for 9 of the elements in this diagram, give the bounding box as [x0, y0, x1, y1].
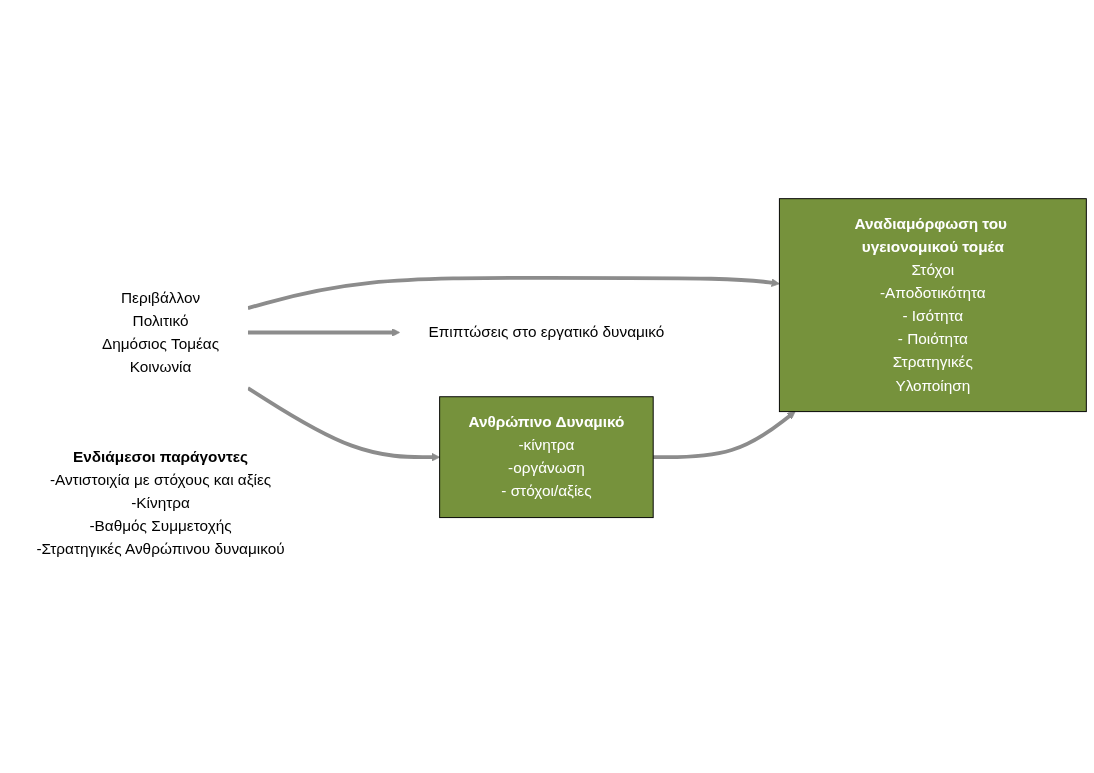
node-text: Περιβάλλον Πολιτικό Δημόσιος Τομέας Κοινωνία — [101, 288, 220, 375]
arrow — [653, 410, 796, 459]
node-box: Ανθρώπινο Δυναμικό -κίνητρα -οργάνωση - στόχοι/αξίες — [439, 395, 654, 518]
arrow — [246, 386, 441, 461]
node-box: Αναδιαμόρφωση του υγειονομικού τομέα Στόχοι -Αποδοτικότητα - Ισότητα - Ποιότητα Στρατηγικές Υλοποίηση — [778, 197, 1087, 412]
node-text: Επιπτώσεις στο εργατικό δυναμικό — [428, 323, 665, 340]
arrow — [247, 327, 401, 337]
arrow — [247, 275, 780, 310]
node-text: Ενδιάμεσοι παράγοντες -Αντιστοιχία με στόχους και αξίες -Κίνητρα -Βαθμός Συμμετοχής -Στρατηγικές Ανθρώπινου δυναμικού — [36, 448, 285, 557]
